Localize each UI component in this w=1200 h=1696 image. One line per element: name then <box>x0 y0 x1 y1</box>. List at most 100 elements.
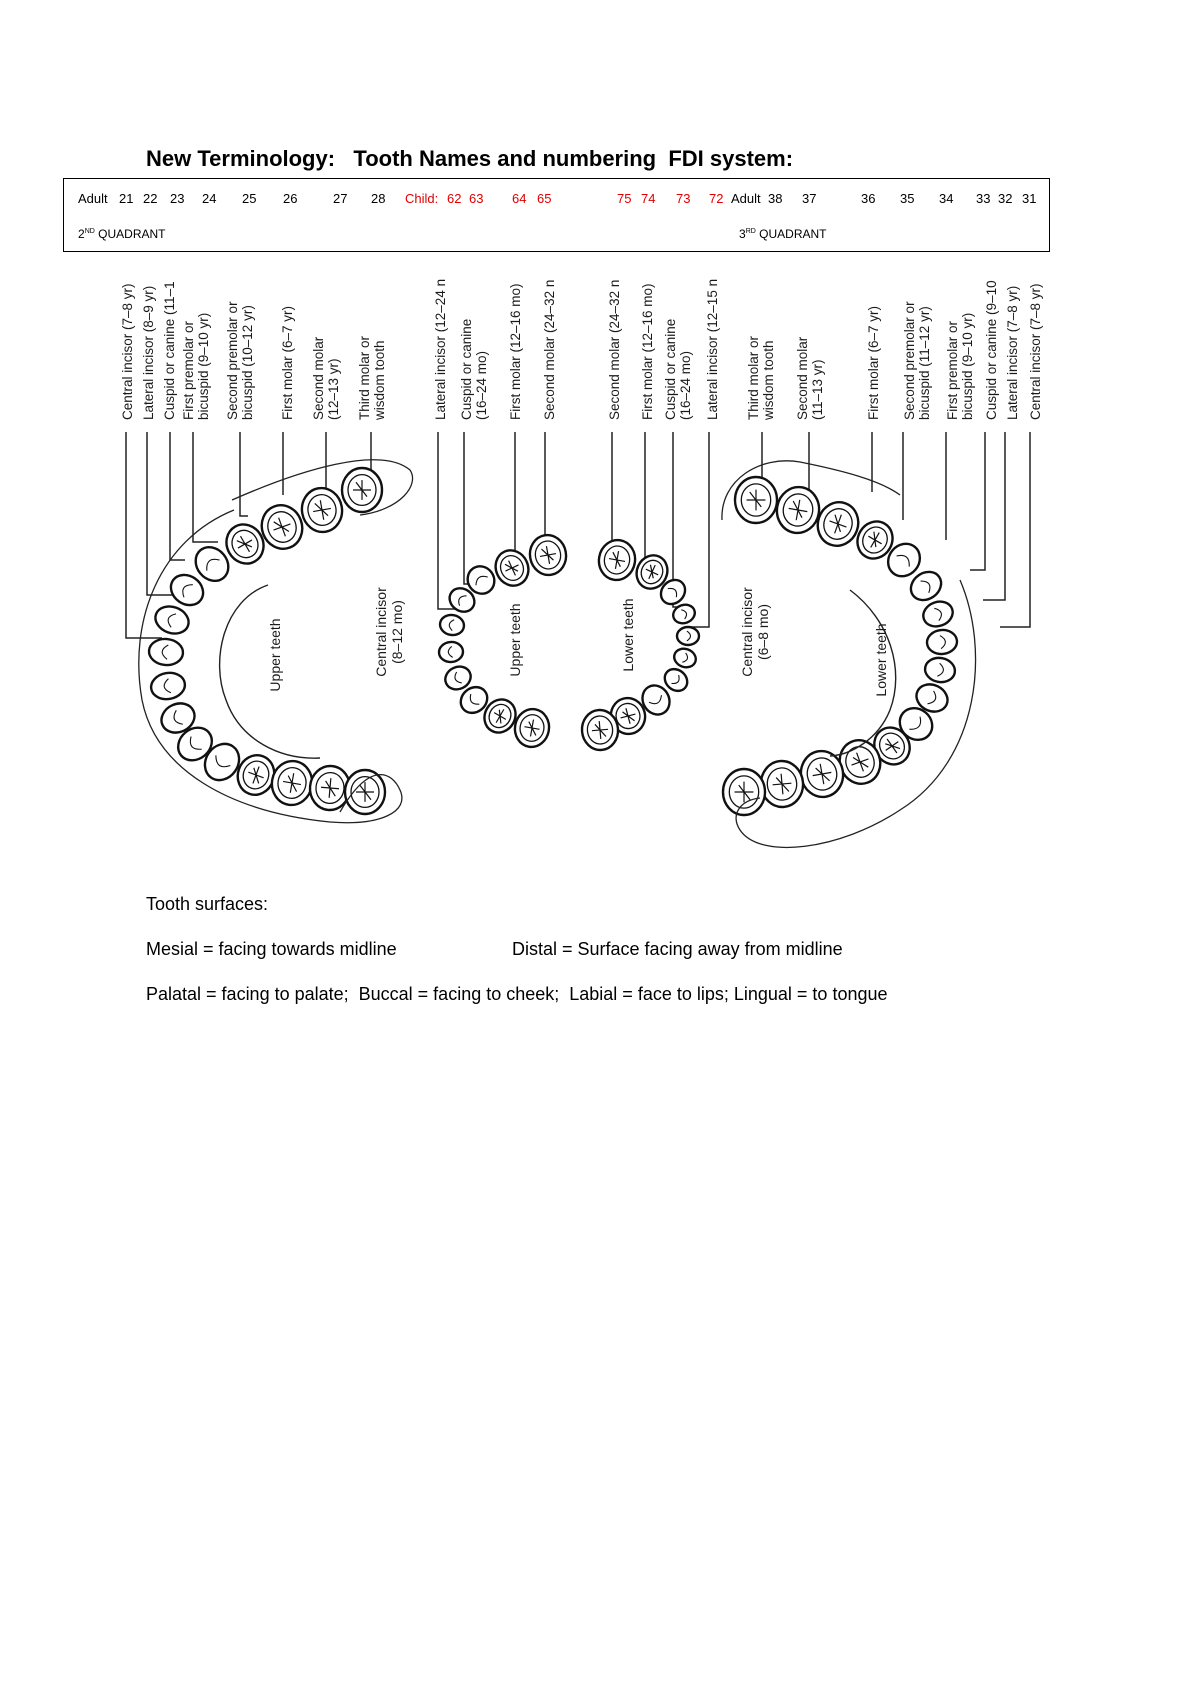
child-upper-tooth-6 <box>437 640 465 664</box>
child-lower-central-label: Central incisor(6–8 mo) <box>739 587 771 677</box>
child-lower-label-4: Lateral incisor (12–15 n <box>705 279 720 420</box>
adult-upper-tooth-1 <box>340 466 384 514</box>
child-lower-tooth-1 <box>597 538 637 582</box>
adult-lower-label-1-line-1: Third molar or <box>746 335 761 420</box>
adult-upper-label-7: Second molar(12–13 yr) <box>311 336 341 420</box>
child-upper-teeth-label-line-1: Upper teeth <box>507 603 523 676</box>
child-lower-teeth-label: Lower teeth <box>620 598 636 671</box>
adult-lower-label-8-line-1: Central incisor (7–8 yr) <box>1028 283 1043 420</box>
adult-upper-tooth-7 <box>154 605 190 635</box>
upper-teeth-label-line-1: Upper teeth <box>267 618 283 691</box>
fdi-33: 33 <box>976 191 991 206</box>
adult-upper-label-7-line-1: Second molar <box>311 336 326 420</box>
dental-arches <box>138 459 977 848</box>
child-lower-label-4-line-1: Lateral incisor (12–15 n <box>705 279 720 420</box>
adult-lower-label-6: Cuspid or canine (9–10 <box>984 280 999 420</box>
adult-lower-tooth-8 <box>925 628 959 656</box>
adult-upper-label-5-line-2: bicuspid (10–12 yr) <box>240 305 255 420</box>
adult-lower-tooth-5 <box>886 542 922 578</box>
fdi-35: 35 <box>900 191 915 206</box>
fdi-62: 62 <box>447 191 462 206</box>
child-lower-label-3: Cuspid or canine(16–24 mo) <box>663 319 693 420</box>
child-lower-central-label-line-1: Central incisor <box>739 587 755 677</box>
child-upper-central-label-line-2: (8–12 mo) <box>389 600 405 664</box>
child-upper-label-3: First molar (12–16 mo) <box>508 283 523 420</box>
child-upper-tooth-10 <box>513 707 551 749</box>
child-upper-tooth-8 <box>459 685 489 715</box>
tooth-chart-diagram: Central incisor (7–8 yr) Lateral incisor … <box>120 279 1043 848</box>
child-upper-label-3-line-1: First molar (12–16 mo) <box>508 283 523 420</box>
surfaces-line-3: Palatal = facing to palate; Buccal = fac… <box>146 984 888 1004</box>
fdi-64: 64 <box>512 191 527 206</box>
child-upper-tooth-4 <box>448 587 476 613</box>
adult-lower-tooth-9 <box>923 656 957 684</box>
fdi-37: 37 <box>802 191 817 206</box>
fdi-65: 65 <box>537 191 552 206</box>
fdi-22: 22 <box>143 191 158 206</box>
distal-definition: Distal = Surface facing away from midlin… <box>512 939 843 959</box>
adult-upper-label-7-line-2: (12–13 yr) <box>326 358 341 420</box>
child-lower-tooth-8 <box>641 684 671 716</box>
child-lower-central-label-line-2: (6–8 mo) <box>755 604 771 660</box>
child-upper-label-2-line-2: (16–24 mo) <box>474 351 489 420</box>
adult-upper-tooth-9 <box>149 671 187 701</box>
child-lower-label-1-line-1: Second molar (24–32 n <box>607 280 622 420</box>
adult-upper-tooth-3 <box>260 504 304 550</box>
adult-lower-label-2-line-2: (11–13 yr) <box>810 359 825 420</box>
fdi-38: 38 <box>768 191 783 206</box>
adult-lower-tooth-2 <box>775 485 821 535</box>
child-lower-label-3-line-1: Cuspid or canine <box>663 319 678 420</box>
quadrant-3-label: 3RD QUADRANT <box>739 227 827 241</box>
adult-upper-label-3-line-1: Cuspid or canine (11–1 <box>162 281 177 420</box>
adult-right-label: Adult <box>731 191 761 206</box>
surfaces-heading: Tooth surfaces: <box>146 894 269 914</box>
adult-lower-label-6-line-1: Cuspid or canine (9–10 <box>984 280 999 420</box>
fdi-numbering-box: Adult 21 22 23 24 25 26 27 28 Child: 62 … <box>63 178 1050 252</box>
child-lower-tooth-7 <box>663 667 689 693</box>
fdi-34: 34 <box>939 191 954 206</box>
adult-upper-label-8-line-1: Third molar or <box>357 335 372 420</box>
adult-lower-tooth-1 <box>733 475 779 525</box>
child-upper-teeth-label: Upper teeth <box>507 603 523 676</box>
child-lower-label-2-line-1: First molar (12–16 mo) <box>640 283 655 420</box>
child-upper-label-4-line-1: Second molar (24–32 n <box>542 280 557 420</box>
child-lower-teeth-label-line-1: Lower teeth <box>620 598 636 671</box>
tooth-name-labels: Central incisor (7–8 yr) Lateral incisor … <box>120 279 1043 421</box>
adult-lower-tooth-15 <box>759 759 805 809</box>
adult-upper-label-2-line-1: Lateral incisor (8–9 yr) <box>141 286 156 420</box>
adult-lower-label-5-line-2: bicuspid (9–10 yr) <box>960 313 975 420</box>
child-lower-tooth-2 <box>635 554 669 590</box>
adult-upper-label-6: First molar (6–7 yr) <box>280 306 295 420</box>
adult-lower-label-5-line-1: First premolar or <box>945 320 960 420</box>
child-lower-label-3-line-2: (16–24 mo) <box>678 351 693 420</box>
fdi-32: 32 <box>998 191 1013 206</box>
page-title: New Terminology: Tooth Names and numberi… <box>146 146 794 171</box>
adult-lower-tooth-4 <box>856 520 894 560</box>
child-upper-tooth-3 <box>466 565 496 595</box>
adult-upper-label-1: Central incisor (7–8 yr) <box>120 283 135 420</box>
adult-upper-label-3: Cuspid or canine (11–1 <box>162 281 177 420</box>
adult-lower-label-4-line-2: bicuspid (11–12 yr) <box>917 306 932 420</box>
child-lower-tooth-4 <box>672 603 696 625</box>
fdi-75: 75 <box>617 191 632 206</box>
adult-lower-tooth-14 <box>799 749 845 799</box>
adult-lower-label-8: Central incisor (7–8 yr) <box>1028 283 1043 420</box>
adult-lower-label-2-line-1: Second molar <box>795 336 810 420</box>
fdi-26: 26 <box>283 191 298 206</box>
adult-lower-label-7: Lateral incisor (7–8 yr) <box>1005 286 1020 420</box>
adult-left-label: Adult <box>78 191 108 206</box>
child-upper-central-label-line-1: Central incisor <box>373 587 389 677</box>
adult-upper-tooth-16 <box>343 768 387 816</box>
child-upper-tooth-7 <box>444 665 472 691</box>
adult-lower-label-3: First molar (6–7 yr) <box>866 306 881 420</box>
adult-lower-label-7-line-1: Lateral incisor (7–8 yr) <box>1005 286 1020 420</box>
fdi-27: 27 <box>333 191 348 206</box>
child-upper-label-1-line-1: Lateral incisor (12–24 n <box>433 279 448 420</box>
child-lower-tooth-10 <box>580 708 620 752</box>
adult-upper-label-8-line-2: wisdom tooth <box>372 340 387 421</box>
adult-lower-tooth-3 <box>816 501 860 547</box>
